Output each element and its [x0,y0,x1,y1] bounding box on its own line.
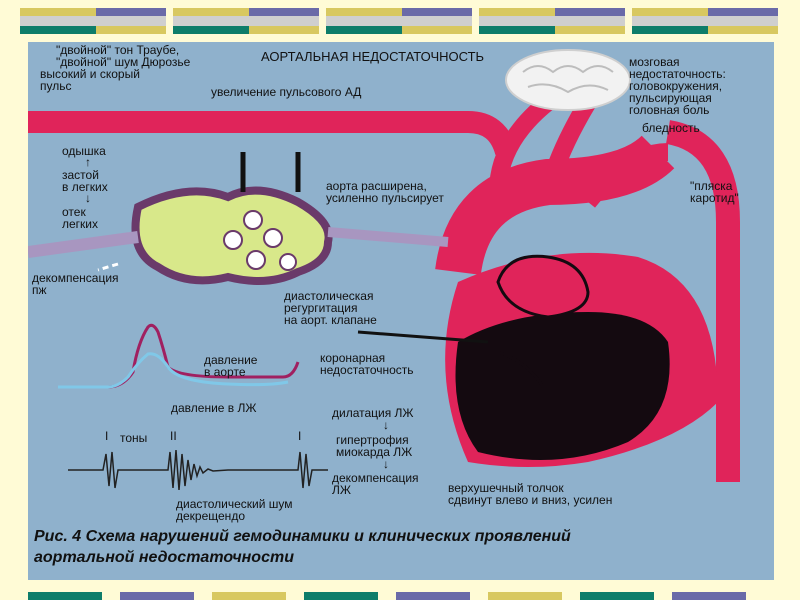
figure-caption: Рис. 4 Схема нарушений гемодинамики и кл… [34,526,770,568]
top-bar-5 [632,8,778,34]
label-aorta-1: аорта расширена, [326,179,427,193]
label-brain-5: головная боль [629,103,710,117]
label-apex-2: сдвинут влево и вниз, усилен [448,493,613,507]
diagram-title: АОРТАЛЬНАЯ НЕДОСТАТОЧНОСТЬ [261,49,485,64]
aortic-root [435,134,675,276]
top-bar-1 [20,8,166,34]
label-pulse: пульс [40,79,72,93]
arrow-up-1: ↑ [85,155,91,169]
label-aortic-pressure-1: давление [204,353,258,367]
bottom-bar-5 [396,592,470,600]
label-tones: тоны [120,431,148,445]
bottom-bar-3 [212,592,286,600]
label-regurg-3: на аорт. клапане [284,313,377,327]
hemodynamics-diagram [28,49,740,491]
label-coronary-2: недостаточность [320,363,414,377]
label-lv-decomp-1: декомпенсация [332,471,419,485]
label-brain-4: пульсирующая [629,91,712,105]
descending-aorta [665,120,740,482]
bottom-bar-8 [672,592,746,600]
lung-illustration [28,152,449,285]
label-pulse-high: высокий и скорый [40,67,140,81]
label-brain-1: мозговая [629,55,680,69]
label-tone-i-left: I [105,429,109,443]
label-pallor: бледность [642,121,700,135]
brain-illustration [505,49,631,111]
figure-panel: АОРТАЛЬНАЯ НЕДОСТАТОЧНОСТЬ "двойной" тон… [28,42,774,580]
label-murmur-2: декрещендо [176,509,245,523]
label-lv-decomp-2: ЛЖ [332,483,351,497]
label-lv-dilation: дилатация ЛЖ [332,406,414,420]
label-brain-3: головокружения, [629,79,723,93]
caption-line-2: аортальной недостаточности [34,549,294,566]
label-murmur-1: диастолический шум [176,497,293,511]
arrow-down-2: ↓ [383,418,389,432]
arrow-down-1: ↓ [85,191,91,205]
label-edema-1: отек [62,205,86,219]
heart-illustration [357,252,718,467]
label-rv-decomp-2: пж [32,283,47,297]
label-aortic-pressure-2: в аорте [204,365,246,379]
label-congestion-1: застой [62,168,99,182]
label-tone-ii: II [170,429,177,443]
label-congestion-2: в легких [62,180,108,194]
label-dyspnea: одышка [62,144,106,158]
label-hypertrophy-2: миокарда ЛЖ [336,445,413,459]
label-aorta-2: усиленно пульсирует [326,191,444,205]
arrow-down-3: ↓ [383,457,389,471]
label-regurg-2: регургитация [284,301,358,315]
bottom-bar-4 [304,592,378,600]
top-bar-2 [173,8,319,34]
pressure-curves [58,323,300,389]
label-traube-tone: "двойной" тон Траубе, [56,43,180,57]
label-regurg-1: диастолическая [284,289,374,303]
bottom-bar-6 [488,592,562,600]
phonocardiogram-trace [68,449,328,491]
bottom-bar-1 [28,592,102,600]
label-brain-2: недостаточность: [629,67,726,81]
label-coronary-1: коронарная [320,351,386,365]
label-pulse-pressure: увеличение пульсового АД [211,85,362,99]
label-rv-decomp-1: декомпенсация [32,271,119,285]
label-lv-pressure: давление в ЛЖ [171,401,257,415]
bottom-bar-7 [580,592,654,600]
label-apex-1: верхушечный толчок [448,481,564,495]
label-durosier-murmur: "двойной" шум Дюрозье [56,55,191,69]
top-bar-3 [326,8,472,34]
top-bar-4 [479,8,625,34]
caption-line-1: Рис. 4 Схема нарушений гемодинамики и кл… [34,528,571,545]
bottom-bar-2 [120,592,194,600]
label-hypertrophy-1: гипертрофия [336,433,409,447]
label-carotid-2: каротид" [690,191,739,205]
label-tone-i-right: I [298,429,302,443]
label-carotid-1: "пляска [690,179,733,193]
label-edema-2: легких [62,217,99,231]
